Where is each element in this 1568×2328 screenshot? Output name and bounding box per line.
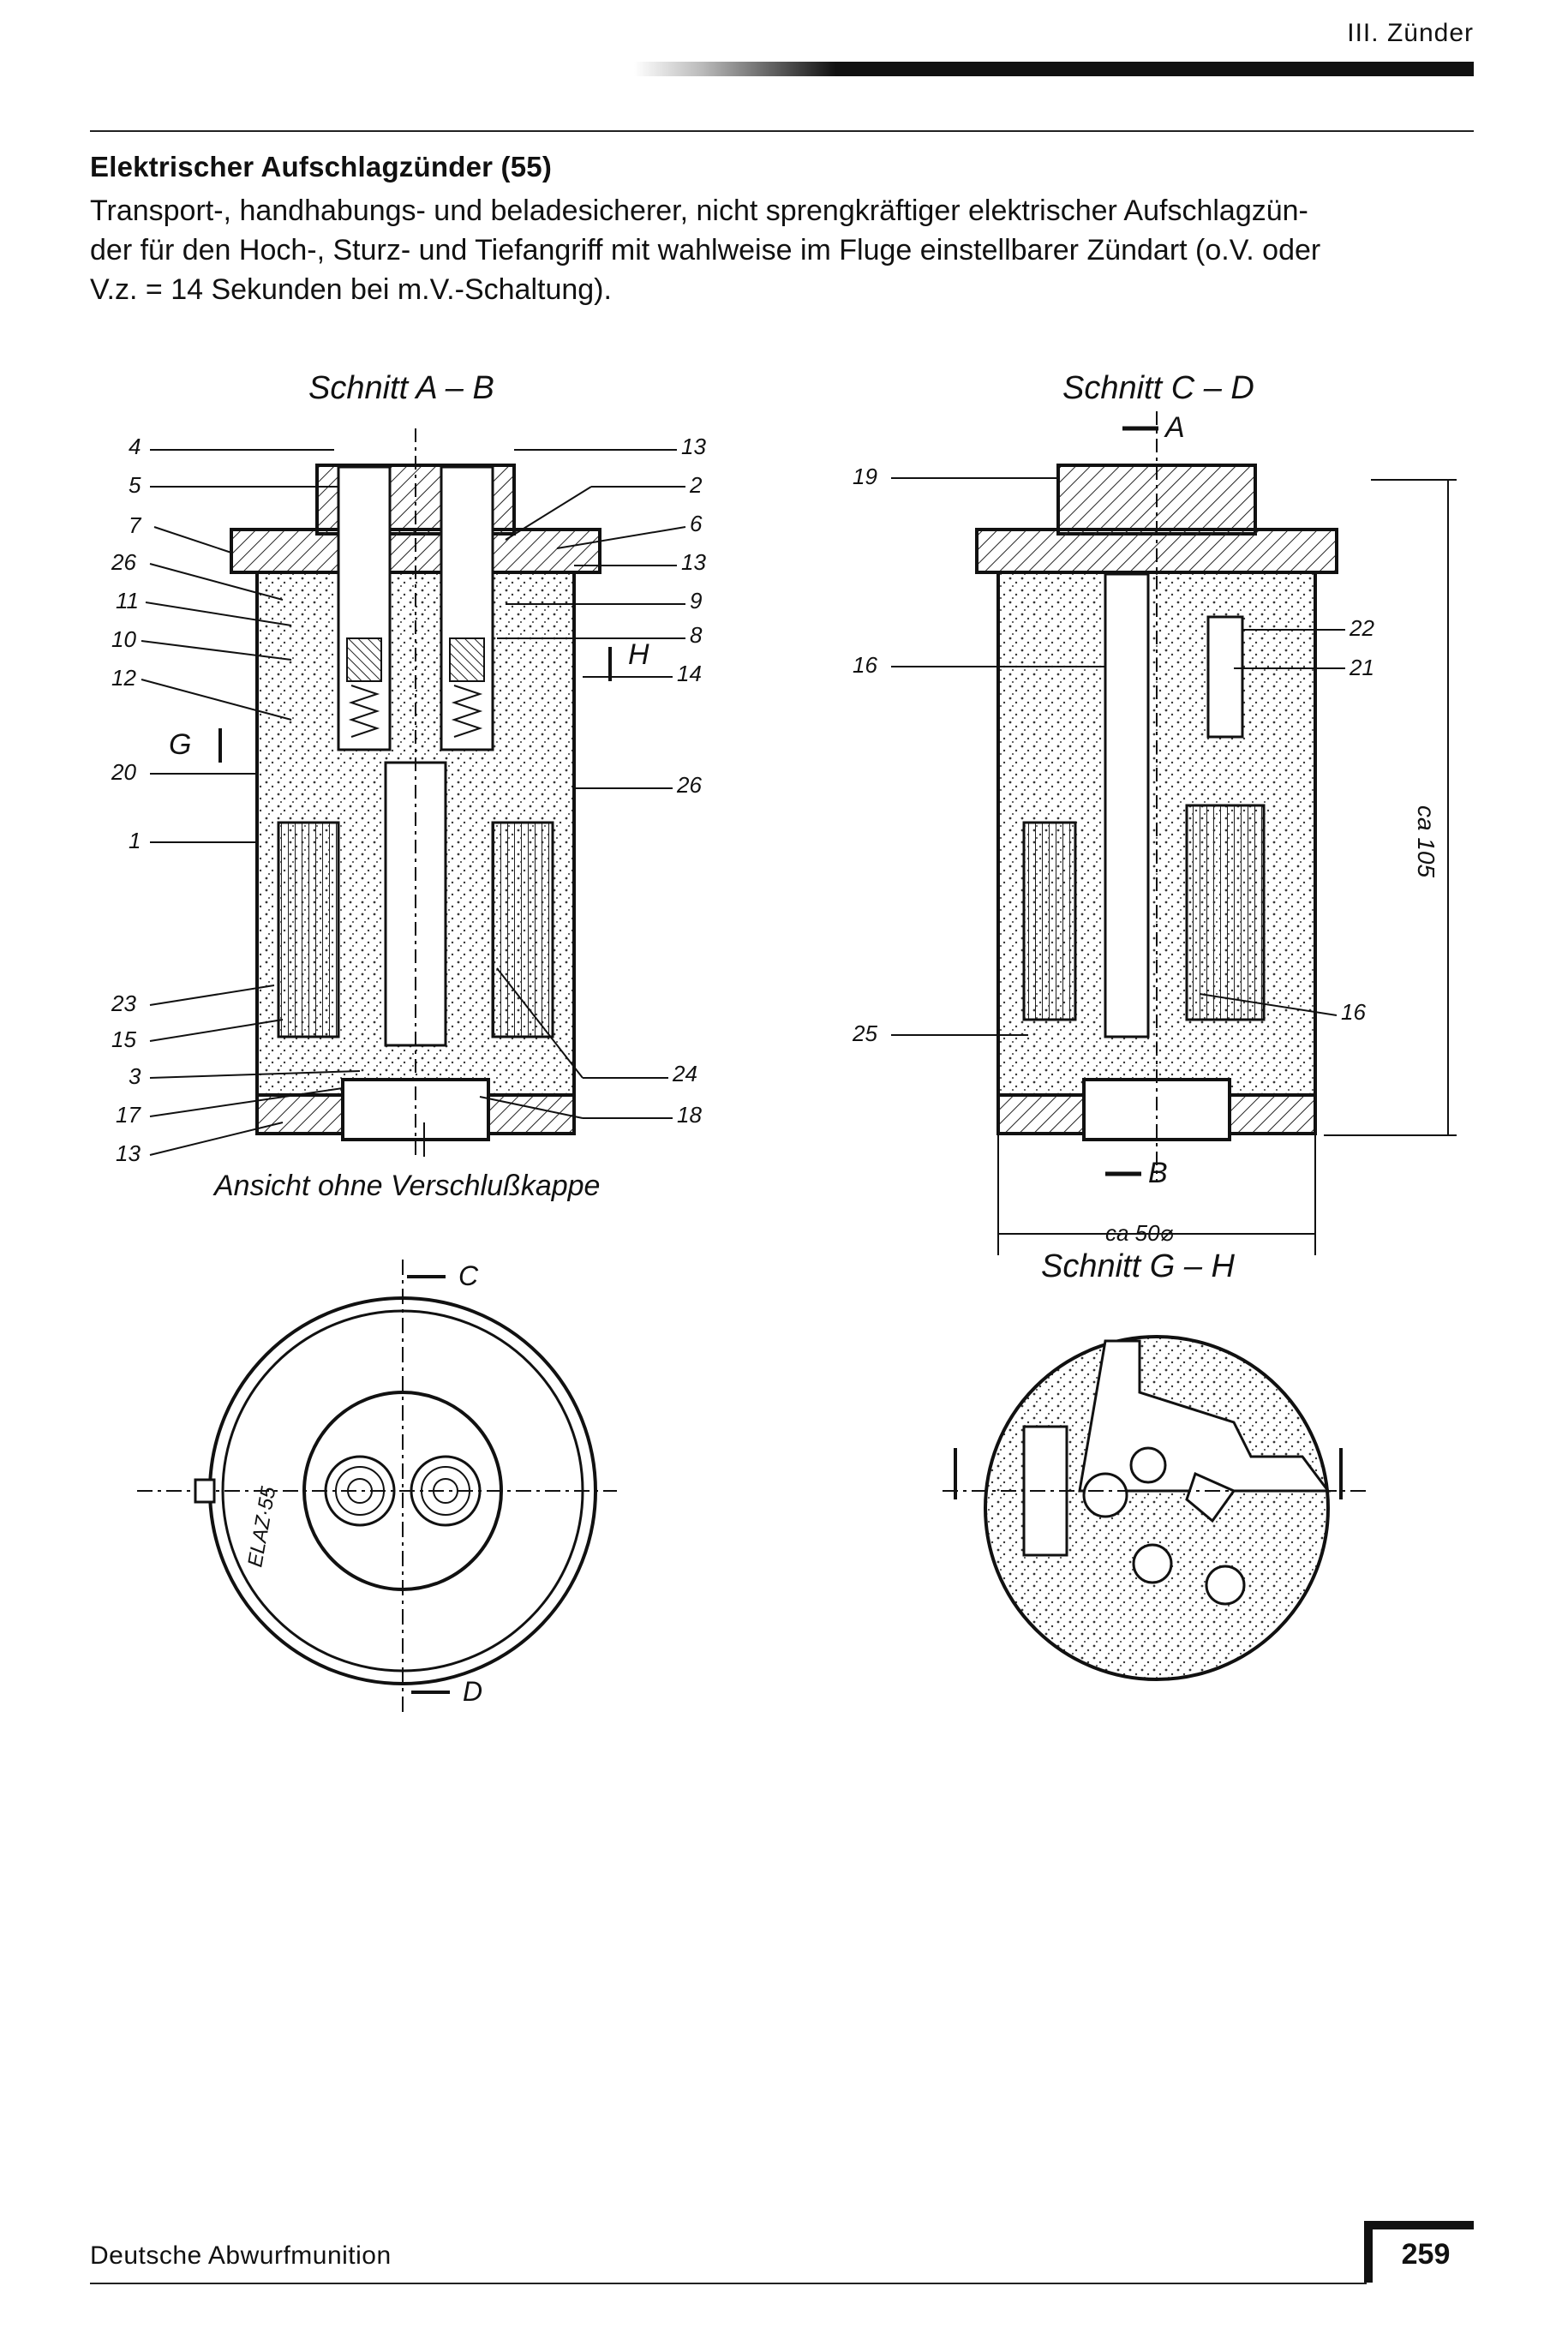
label: 15: [111, 1026, 136, 1052]
label: 14: [677, 661, 702, 686]
section-gh-title: Schnitt G – H: [1041, 1248, 1236, 1284]
marker-h: H: [628, 638, 649, 671]
leader-labels-left: 4 5 7 26 11 10 12 20 1 23 15 3 17 13: [111, 434, 142, 1166]
label: 26: [111, 549, 136, 575]
page-number: 259: [1401, 2238, 1451, 2271]
label: 5: [129, 472, 141, 498]
label: 8: [690, 622, 703, 648]
label: 26: [676, 772, 702, 798]
title-rule: [90, 130, 1474, 132]
marker-g: G: [169, 728, 191, 761]
label: 2: [689, 472, 703, 498]
marker-a: A: [1164, 411, 1185, 444]
book-title: Deutsche Abwurfmunition: [90, 2241, 392, 2270]
marker-d: D: [463, 1676, 482, 1707]
intro-paragraph: Transport-, handhabungs- und beladesiche…: [90, 191, 1478, 309]
label: 13: [116, 1140, 141, 1166]
label: 4: [129, 434, 141, 459]
label: 18: [677, 1102, 702, 1128]
label: 10: [111, 626, 136, 652]
article-title: Elektrischer Aufschlagzünder (55): [90, 151, 553, 183]
dim-width: ca 50⌀: [1105, 1220, 1174, 1246]
leader-labels-cd: 19 16 25 22 21 16: [852, 464, 1374, 1046]
section-cd-title: Schnitt C – D: [1062, 370, 1254, 406]
leader-labels-right: 13 2 6 13 9 8 14 26 24 18: [672, 434, 706, 1128]
section-gh-drawing: [943, 1335, 1371, 1681]
label: 12: [111, 665, 136, 691]
page-number-box: [1364, 2221, 1474, 2283]
label: 20: [111, 759, 136, 785]
chapter-bar: [634, 62, 1474, 76]
intro-line: der für den Hoch-, Sturz- und Tiefangrif…: [90, 234, 1321, 266]
marker-b: B: [1148, 1157, 1168, 1189]
label: 11: [116, 588, 139, 613]
label: 16: [1341, 999, 1366, 1025]
label: 7: [129, 512, 142, 538]
label: 6: [690, 511, 703, 536]
label: 9: [690, 588, 702, 613]
dim-height: ca 105: [1413, 805, 1439, 877]
view-caption: Ansicht ohne Verschlußkappe: [212, 1170, 600, 1202]
chapter-heading: III. Zünder: [1347, 19, 1474, 47]
label: 23: [111, 990, 136, 1016]
label: 21: [1349, 655, 1374, 680]
label: 13: [681, 549, 706, 575]
label: 19: [853, 464, 877, 489]
label: 25: [852, 1020, 877, 1046]
top-view-drawing: C D ELAZ·55: [137, 1260, 617, 1714]
section-ab-title: Schnitt A – B: [308, 370, 494, 406]
label: 3: [129, 1063, 141, 1089]
label: 16: [853, 652, 877, 678]
label: 17: [116, 1102, 141, 1128]
label: 24: [672, 1061, 697, 1086]
intro-line: Transport-, handhabungs- und beladesiche…: [90, 194, 1308, 227]
label: 1: [129, 828, 141, 853]
marker-c: C: [458, 1260, 479, 1291]
footer-rule: [90, 2283, 1367, 2284]
section-cd-drawing: Schnitt C – D A B ca 105 ca 50⌀ Schnitt …: [975, 370, 1457, 1284]
label: 22: [1349, 615, 1374, 641]
section-ab-drawing: Schnitt A – B G H Ansicht ohne Verschluß…: [169, 370, 649, 1202]
intro-line: V.z. = 14 Sekunden bei m.V.-Schaltung).: [90, 273, 612, 306]
label: 13: [681, 434, 706, 459]
